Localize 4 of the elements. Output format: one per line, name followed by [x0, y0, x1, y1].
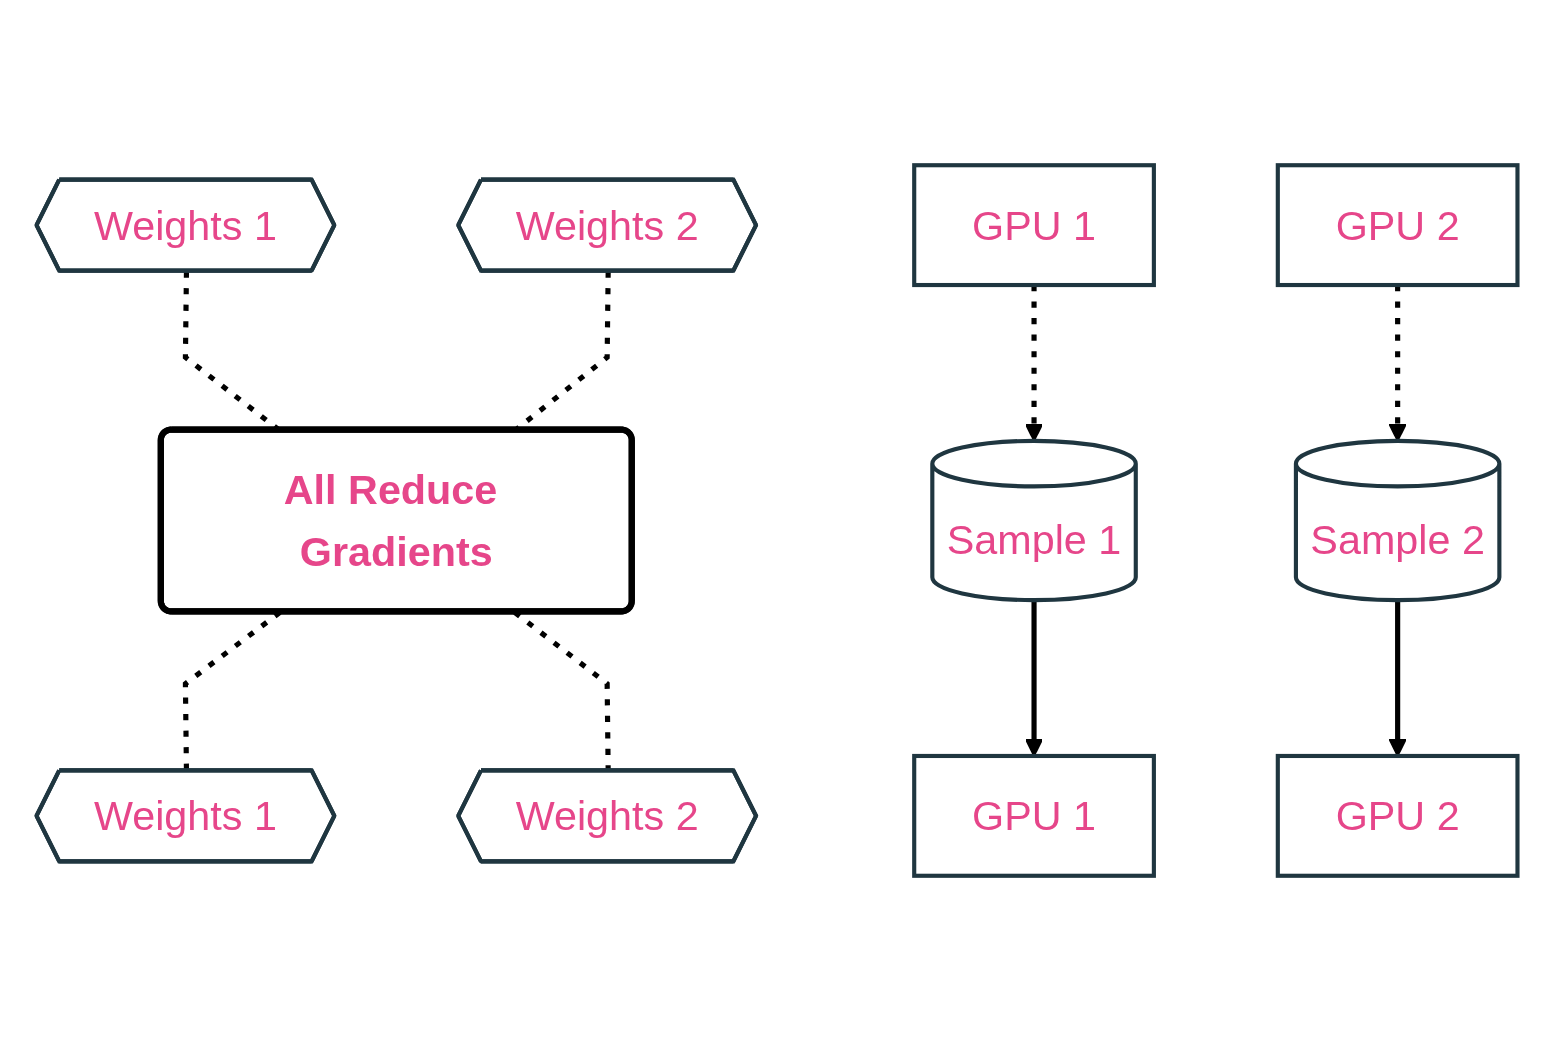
node-box: GPU 2 — [1275, 163, 1520, 288]
node-box: GPU 2 — [1275, 753, 1520, 878]
node-box: GPU 1 — [912, 753, 1156, 878]
node-box: GPU 1 — [912, 163, 1156, 288]
